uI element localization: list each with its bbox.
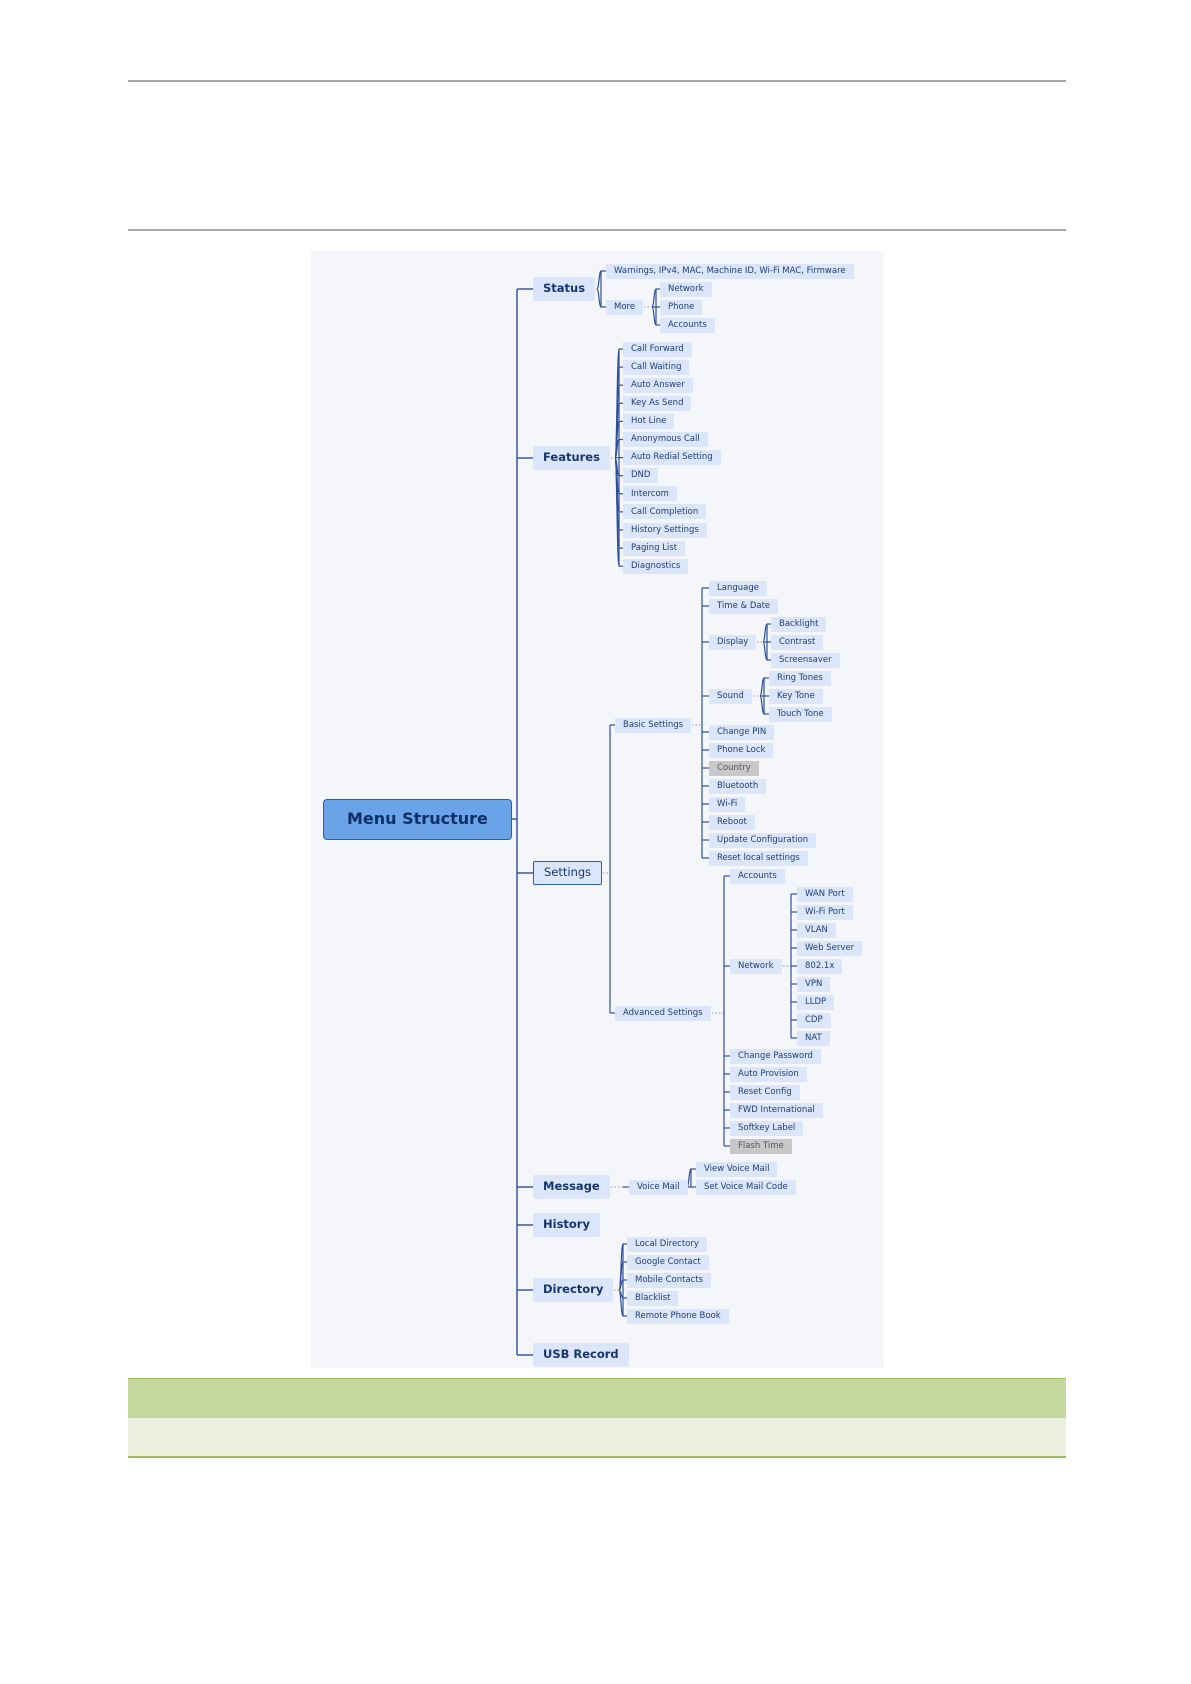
branch-node-directory: Directory	[533, 1278, 614, 1302]
leaf-node-network: Network	[660, 281, 712, 297]
leaf-node-call-waiting: Call Waiting	[623, 359, 690, 375]
branch-node-history: History	[533, 1213, 600, 1237]
leaf-node-more: More	[606, 299, 644, 315]
connector-lines	[512, 270, 797, 1356]
leaf-node-remote-phone-book: Remote Phone Book	[627, 1308, 729, 1324]
branch-node-settings: Settings	[533, 861, 603, 885]
leaf-node-local-directory: Local Directory	[627, 1236, 707, 1252]
leaf-node-set-voice-mail-code: Set Voice Mail Code	[696, 1179, 796, 1195]
leaf-node-sound: Sound	[709, 688, 752, 704]
leaf-node-reset-config: Reset Config	[730, 1084, 800, 1100]
header-rule-top	[128, 80, 1066, 82]
leaf-node-auto-answer: Auto Answer	[623, 377, 693, 393]
leaf-node-paging-list: Paging List	[623, 540, 686, 556]
leaf-node-anonymous-call: Anonymous Call	[623, 432, 708, 447]
leaf-node-change-password: Change Password	[730, 1048, 821, 1064]
leaf-node-cdp: CDP	[797, 1012, 831, 1028]
leaf-node-blacklist: Blacklist	[627, 1290, 679, 1306]
leaf-node-auto-redial-setting: Auto Redial Setting	[623, 450, 721, 466]
leaf-node-accounts: Accounts	[660, 317, 715, 333]
leaf-node-wi-fi-port: Wi-Fi Port	[797, 904, 853, 920]
leaf-node-web-server: Web Server	[797, 940, 863, 956]
leaf-node-touch-tone: Touch Tone	[769, 706, 832, 722]
leaf-node-basic-settings: Basic Settings	[615, 717, 692, 733]
leaf-node-softkey-label: Softkey Label	[730, 1120, 804, 1136]
leaf-node-voice-mail: Voice Mail	[629, 1179, 688, 1195]
leaf-node-phone-lock: Phone Lock	[709, 742, 774, 758]
leaf-node-update-configuration: Update Configuration	[709, 832, 817, 848]
leaf-node-diagnostics: Diagnostics	[623, 558, 689, 574]
branch-node-message: Message	[533, 1175, 610, 1199]
leaf-node-wi-fi: Wi-Fi	[709, 796, 746, 812]
leaf-node-vpn: VPN	[797, 976, 831, 992]
leaf-node-lldp: LLDP	[797, 994, 835, 1010]
table-row-band	[128, 1418, 1066, 1458]
leaf-node-contrast: Contrast	[771, 634, 824, 650]
leaf-node-country: Country	[709, 760, 759, 776]
leaf-node-flash-time: Flash Time	[730, 1138, 792, 1154]
leaf-node-fwd-international: FWD International	[730, 1102, 823, 1118]
leaf-node-language: Language	[709, 580, 767, 596]
leaf-node-hot-line: Hot Line	[623, 413, 675, 429]
leaf-node-call-forward: Call Forward	[623, 341, 692, 357]
branch-node-status: Status	[533, 277, 596, 301]
branch-node-usb-record: USB Record	[533, 1343, 629, 1367]
header-rule-bottom	[128, 229, 1066, 231]
leaf-node-view-voice-mail: View Voice Mail	[696, 1161, 778, 1177]
leaf-node-backlight: Backlight	[771, 616, 827, 632]
leaf-node-google-contact: Google Contact	[627, 1254, 709, 1270]
leaf-node-auto-provision: Auto Provision	[730, 1066, 807, 1082]
leaf-node-nat: NAT	[797, 1030, 830, 1046]
leaf-node-display: Display	[709, 634, 757, 650]
leaf-node-key-as-send: Key As Send	[623, 395, 692, 411]
leaf-node-reboot: Reboot	[709, 814, 755, 830]
leaf-node-network: Network	[730, 958, 782, 974]
leaf-node-bluetooth: Bluetooth	[709, 778, 767, 794]
leaf-node-advanced-settings: Advanced Settings	[615, 1005, 711, 1021]
leaf-node-wan-port: WAN Port	[797, 886, 853, 902]
root-node-menu-structure: Menu Structure	[323, 798, 512, 840]
branch-node-features: Features	[533, 446, 610, 470]
leaf-node-time-date: Time & Date	[709, 598, 779, 614]
leaf-node-history-settings: History Settings	[623, 522, 707, 538]
leaf-node-accounts: Accounts	[730, 868, 785, 884]
leaf-node-ring-tones: Ring Tones	[769, 670, 831, 686]
leaf-node-vlan: VLAN	[797, 922, 836, 938]
leaf-node-mobile-contacts: Mobile Contacts	[627, 1272, 712, 1288]
leaf-node-phone: Phone	[660, 299, 703, 315]
leaf-node-reset-local-settings: Reset local settings	[709, 850, 808, 866]
leaf-node-warnings-ipv4-mac-machine-id-wi-fi-mac-firmware: Warnings, IPv4, MAC, Machine ID, Wi-Fi M…	[606, 263, 854, 279]
leaf-node-dnd: DND	[623, 468, 659, 484]
leaf-node-change-pin: Change PIN	[709, 724, 775, 740]
table-header-band	[128, 1378, 1066, 1419]
leaf-node-802-1x: 802.1x	[797, 958, 843, 974]
leaf-node-key-tone: Key Tone	[769, 688, 823, 704]
leaf-node-call-completion: Call Completion	[623, 504, 707, 520]
leaf-node-intercom: Intercom	[623, 486, 677, 502]
leaf-node-screensaver: Screensaver	[771, 652, 840, 668]
